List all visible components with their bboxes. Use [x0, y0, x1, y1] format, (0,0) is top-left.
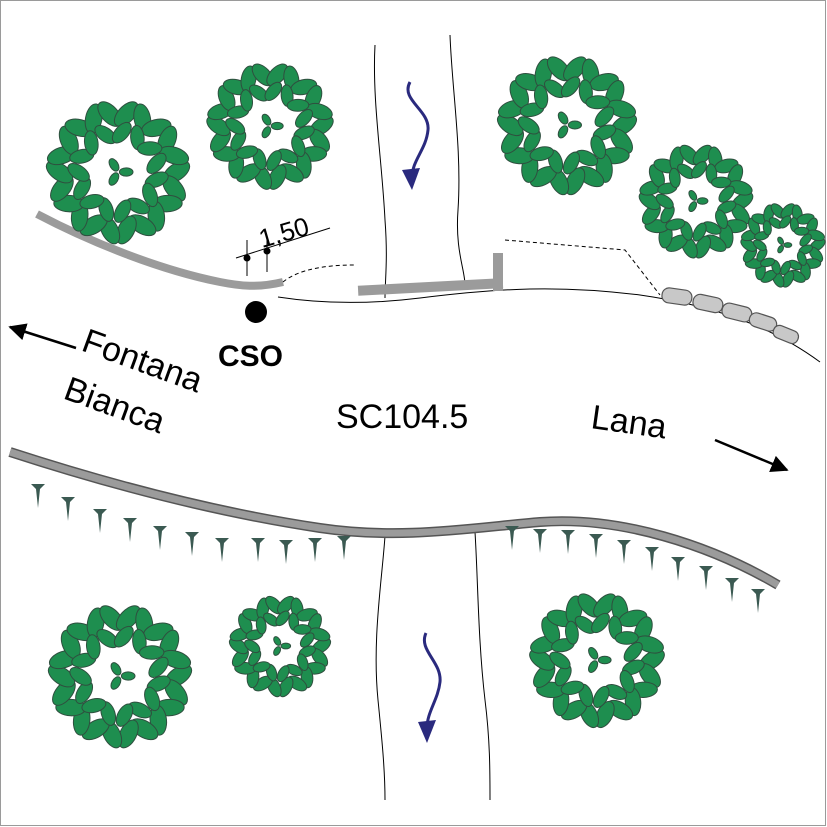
arrow-to-lana [714, 438, 789, 473]
guardrail-post-icon [123, 518, 137, 542]
tree-icon [45, 101, 191, 245]
guardrail-posts [31, 484, 765, 613]
creek-upper-bank-left [373, 44, 387, 299]
guardrail-post-icon [308, 538, 322, 562]
tree-icon [47, 605, 193, 749]
flow-arrow-icon [418, 632, 442, 743]
guardrail-post-icon [185, 532, 199, 556]
creek-upper-bank-right [449, 34, 466, 286]
creek-lower-bank-right [474, 531, 491, 801]
guardrail-upper-left [35, 210, 284, 290]
creek-lower-bank-left [375, 535, 386, 801]
guardrail-post-icon [645, 547, 659, 571]
guardrail-post-icon [31, 484, 45, 508]
stone-row [661, 287, 800, 345]
bridge-parapet-upper [357, 253, 504, 296]
tree-icon [638, 144, 754, 259]
guardrail-post-icon [61, 497, 75, 521]
guardrail-post-icon [751, 589, 765, 613]
guardrail-post-icon [561, 530, 575, 554]
cso-label: CSO [218, 340, 283, 373]
flow-arrow-icon [402, 81, 430, 190]
road-code-label: SC104.5 [336, 398, 468, 436]
guardrail-post-icon [671, 557, 685, 581]
guardrail-post-icon [617, 540, 631, 564]
guardrail-post-icon [251, 538, 265, 562]
dimension-marker [235, 227, 331, 276]
creek-upper [373, 34, 466, 299]
tree-icon [228, 595, 332, 698]
arrow-to-fontana-bianca [8, 323, 77, 350]
tree-icon [496, 56, 638, 196]
trees [45, 56, 826, 749]
guardrail-post-icon [699, 566, 713, 590]
tree-icon [529, 593, 665, 729]
guardrail-post-icon [153, 526, 167, 550]
guardrail-post-icon [725, 578, 739, 602]
cso-point-icon [245, 301, 267, 323]
creek-lower [375, 531, 491, 801]
guardrail-post-icon [533, 529, 547, 553]
guardrail-post-icon [279, 540, 293, 564]
guardrail-post-icon [337, 536, 351, 560]
guardrail-post-icon [505, 526, 519, 550]
guardrail-post-icon [215, 538, 229, 562]
dashed-line-cso [282, 264, 356, 283]
tree-icon [206, 63, 334, 190]
dashed-line-right [504, 239, 661, 296]
guardrail-lower [8, 447, 781, 590]
guardrail-post-icon [589, 534, 603, 558]
guardrail-post-icon [93, 509, 107, 533]
stone-icon [661, 287, 693, 306]
tree-icon [740, 203, 826, 288]
stone-icon [772, 324, 800, 345]
